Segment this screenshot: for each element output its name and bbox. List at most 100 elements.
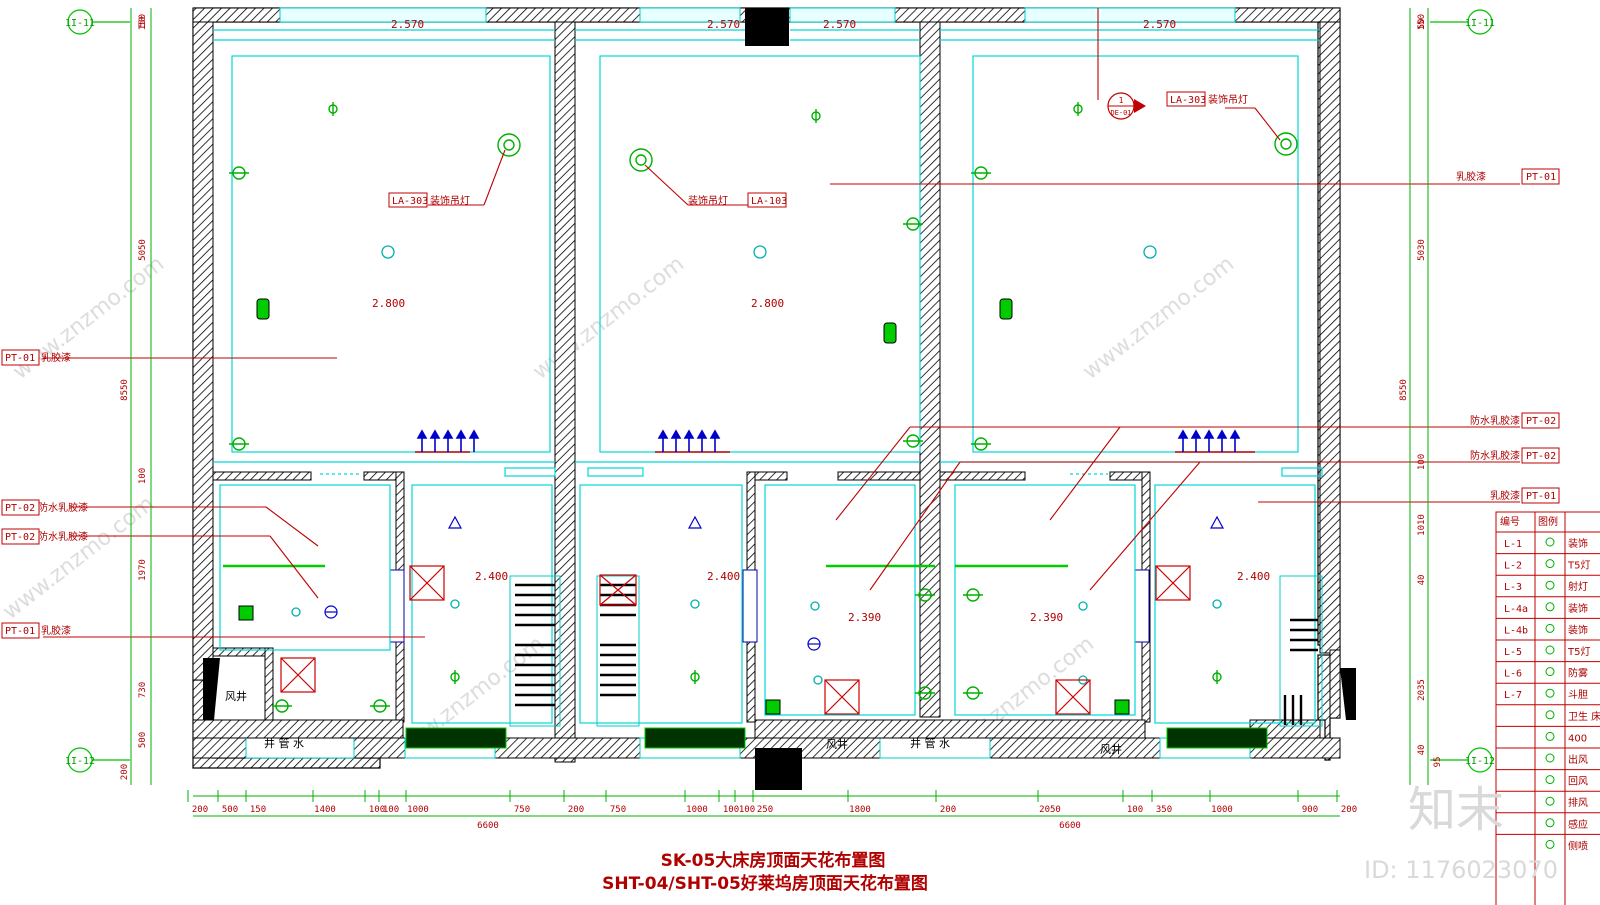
level-mark: 2.800 (751, 297, 784, 310)
vent-grilles (509, 575, 1323, 727)
legend-code: L-7 (1504, 690, 1522, 701)
dim-segment: 200 (192, 805, 208, 815)
supply-diffusers (415, 429, 1255, 453)
legend-code: L-4b (1504, 625, 1528, 636)
level-mark: 2.570 (391, 18, 424, 31)
legend-code: L-2 (1504, 561, 1522, 572)
dim-segment: 1800 (849, 805, 871, 815)
axis-label: 1I-12 (65, 756, 95, 767)
legend-desc: 防雾 (1568, 667, 1588, 680)
label-code: PT-01 (5, 353, 35, 364)
watermark-layer: www.znzmo.com www.znzmo.com www.znzmo.co… (0, 251, 1239, 764)
legend-code: L-3 (1504, 582, 1522, 593)
label-code: PT-01 (1526, 491, 1556, 502)
legend-desc: 排风 (1568, 796, 1588, 809)
level-mark: 2.400 (475, 570, 508, 583)
left-material-labels: PT-01 乳胶漆 PT-02 防水乳胶漆 PT-02 防水乳胶漆 PT-01 … (1, 349, 88, 639)
legend-symbol-icon (1545, 775, 1555, 785)
watermark-site: www.znzmo.com (1078, 251, 1239, 384)
pendant-light-icon (629, 148, 653, 172)
watermark-site: www.znzmo.com (528, 251, 689, 384)
legend-code: L-1 (1504, 539, 1522, 550)
legend-desc: 射灯 (1568, 581, 1588, 593)
label-code: PT-01 (1526, 172, 1556, 183)
dim: 150 (1417, 14, 1427, 30)
legend-desc: 装饰 (1568, 602, 1588, 615)
legend-header: 编号 (1500, 515, 1520, 528)
legend-symbol-icon (1545, 559, 1555, 569)
brand-logo: 知末 (1408, 782, 1504, 838)
dim-segment: 200 (568, 805, 584, 815)
level-mark: 2.390 (848, 611, 881, 624)
legend-symbol-icon (1545, 753, 1555, 763)
return-grilles (405, 727, 1268, 749)
legend-symbol-icon (1545, 710, 1555, 720)
dim: 40 (1417, 745, 1427, 756)
exhaust-fans (280, 565, 1191, 715)
dim: 2035 (1417, 679, 1427, 701)
right-dimensions: 150 50 5030 8550 100 1010 40 2035 40 95 (1399, 14, 1443, 767)
pipe-shaft-label: 井 管 水 (910, 736, 950, 750)
label-text: 乳胶漆 (1456, 170, 1486, 183)
label-code: PT-02 (5, 503, 35, 514)
ceiling-outlines (213, 29, 1323, 724)
legend-symbol-icon (1545, 818, 1555, 828)
legend-code: L-6 (1504, 669, 1522, 680)
legend-code: L-5 (1504, 647, 1522, 658)
legend-symbol-icon (1545, 731, 1555, 741)
axis-label: 1I-12 (1465, 756, 1495, 767)
dim: 50 (138, 17, 148, 28)
legend-symbol-icon (1545, 688, 1555, 698)
label-text: 乳胶漆 (1490, 489, 1520, 502)
fixtures (229, 102, 1298, 713)
dim-segment: 900 (1302, 805, 1318, 815)
dim: 1970 (138, 559, 148, 581)
legend-desc: 出风 (1568, 753, 1588, 766)
dim-segment: 1000 (1211, 805, 1233, 815)
dim-segment: 100 (1127, 805, 1143, 815)
legend-symbol-icon (1545, 796, 1555, 806)
vertical-dimension-lines (130, 8, 1429, 785)
dim: 200 (120, 764, 130, 780)
label-code: PT-01 (5, 626, 35, 637)
walls (192, 7, 1356, 790)
legend-desc: 侧喷 (1568, 839, 1588, 852)
section-mark: 1 DE-01 (1107, 92, 1146, 120)
smoke-detectors (238, 298, 1130, 715)
dim: 150 (138, 14, 148, 30)
fixture-code: LA-103 (751, 196, 787, 207)
right-material-labels: 乳胶漆 PT-01 防水乳胶漆 PT-02 防水乳胶漆 PT-02 乳胶漆 PT… (1456, 168, 1560, 504)
fixture-code: LA-303 (1170, 95, 1206, 106)
level-mark: 2.570 (823, 18, 856, 31)
label-text: 防水乳胶漆 (1470, 414, 1520, 427)
legend-desc: T5灯 (1567, 560, 1590, 572)
legend-desc: T5灯 (1567, 646, 1590, 658)
section-ref: DE-01 (1110, 109, 1131, 117)
fixture-code: LA-303 (392, 196, 428, 207)
drawing-title-2: SHT-04/SHT-05好莱坞房顶面天花布置图 (602, 873, 928, 894)
pipe-shaft-label: 井 管 水 (264, 736, 304, 750)
total-dimensions: 6600 6600 (477, 821, 1081, 831)
leaders (43, 8, 1520, 638)
legend-symbol-icon (1545, 602, 1555, 612)
shaft-label: 风井 (225, 689, 247, 703)
axis-label: 1I-11 (1465, 18, 1495, 29)
level-mark: 2.400 (1237, 570, 1270, 583)
dim: 100 (138, 468, 148, 484)
dim: 8550 (120, 379, 130, 401)
dim-segment: 250 (757, 805, 773, 815)
level-mark: 2.800 (372, 297, 405, 310)
dim: 730 (138, 682, 148, 698)
dim: 50 (1417, 19, 1427, 30)
label-text: 乳胶漆 (41, 351, 71, 364)
dim-segment: 200 (940, 805, 956, 815)
level-mark: 2.390 (1030, 611, 1063, 624)
label-text: 乳胶漆 (41, 624, 71, 637)
label-code: PT-02 (1526, 451, 1556, 462)
shaft-label: 风井 (826, 737, 848, 751)
dim: 5030 (1417, 239, 1427, 261)
dim-segment: 750 (514, 805, 530, 815)
legend-desc: 400 (1568, 733, 1587, 744)
dim-segment: 150 (250, 805, 266, 815)
